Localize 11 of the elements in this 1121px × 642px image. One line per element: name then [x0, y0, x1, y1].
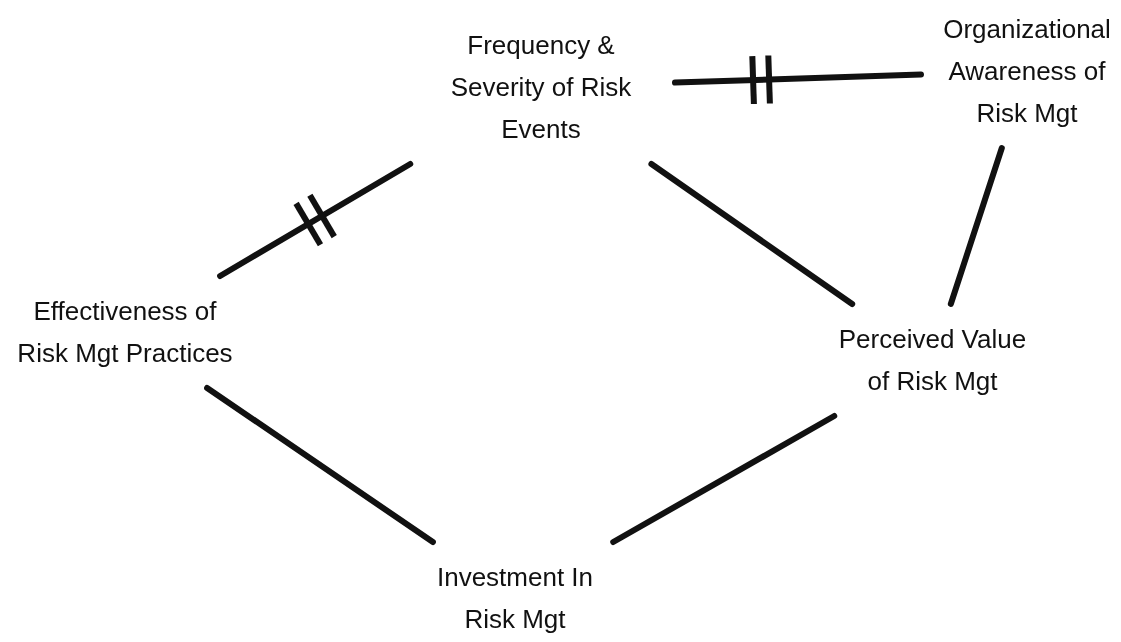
node-label: Perceived Value of Risk Mgt: [837, 323, 1028, 398]
node-label: Frequency & Severity of Risk Events: [449, 29, 633, 146]
connector-line: [947, 145, 1005, 307]
connector-line: [217, 161, 414, 279]
node-label: Organizational Awareness of Risk Mgt: [942, 13, 1112, 130]
node-label: Effectiveness of Risk Mgt Practices: [16, 295, 234, 370]
connector-line: [648, 161, 856, 307]
connector-line: [672, 71, 924, 86]
connector-line: [610, 413, 838, 545]
connector-line: [204, 385, 436, 545]
node-label: Investment In Risk Mgt: [435, 561, 595, 636]
